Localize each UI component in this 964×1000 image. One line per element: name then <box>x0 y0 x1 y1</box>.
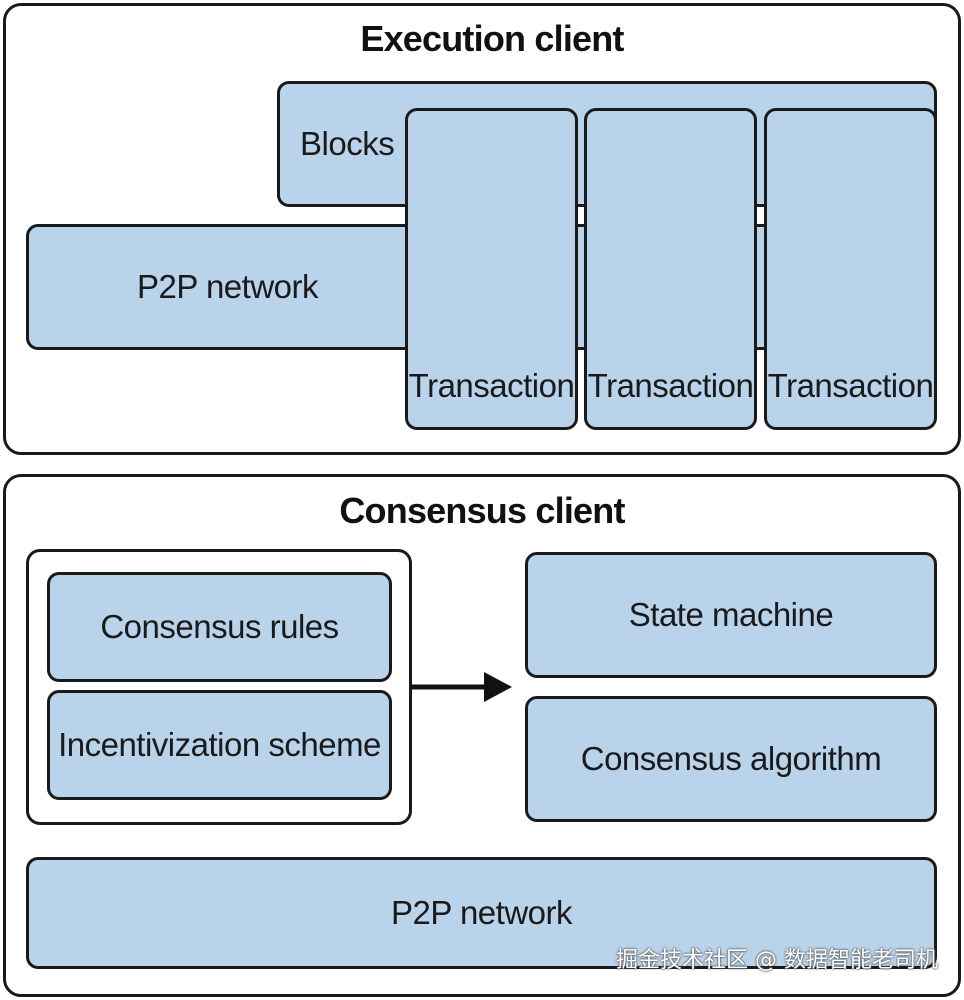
consensus-rules-box: Consensus rules <box>47 572 392 682</box>
transaction-label: Transaction <box>587 367 754 404</box>
transaction-label: Transaction <box>767 367 934 404</box>
consensus-p2p-network-label: P2P network <box>391 894 573 931</box>
transaction-label: Transaction <box>408 367 575 404</box>
execution-p2p-network-label: P2P network <box>137 268 319 305</box>
consensus-client-title: Consensus client <box>339 490 625 531</box>
transaction-box: Transaction <box>764 108 937 430</box>
blocks-label: Blocks <box>300 125 395 162</box>
transaction-box: Transaction <box>405 108 578 430</box>
incentivization-scheme-box: Incentivization scheme <box>47 690 392 800</box>
transaction-box: Transaction <box>584 108 757 430</box>
watermark-text: 掘金技术社区 @ 数据智能老司机 <box>616 948 938 973</box>
arrow-right-icon <box>410 672 512 702</box>
consensus-algorithm-label: Consensus algorithm <box>580 740 882 777</box>
incentivization-scheme-label: Incentivization scheme <box>58 726 381 763</box>
consensus-algorithm-box: Consensus algorithm <box>525 696 937 822</box>
consensus-p2p-network-box: P2P network <box>26 857 937 969</box>
state-machine-box: State machine <box>525 552 937 678</box>
execution-client-title: Execution client <box>360 18 624 59</box>
state-machine-label: State machine <box>628 596 834 633</box>
consensus-rules-label: Consensus rules <box>100 608 339 645</box>
